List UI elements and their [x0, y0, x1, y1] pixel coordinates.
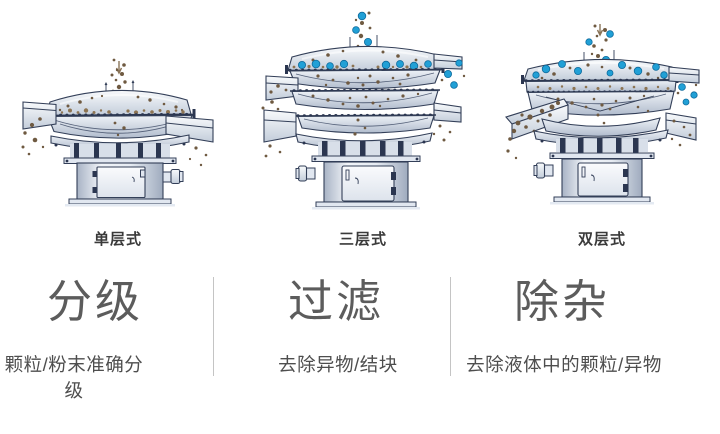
machine-type-label-three: 三层式: [338, 231, 387, 248]
vibration-springs: [549, 138, 655, 159]
three-layer-sieve-illustration: [261, 11, 466, 210]
deck1-particle-row: [292, 59, 432, 71]
motor-port: [295, 165, 316, 182]
access-door: [96, 166, 146, 199]
function-title-impurity: 除杂: [513, 276, 610, 327]
machine-type-label-double: 双层式: [577, 231, 626, 248]
upper-right-chute: [433, 53, 466, 89]
function-title-filtering: 过滤: [287, 276, 384, 327]
dome-lid: [287, 45, 443, 72]
function-title-grading: 分级: [46, 276, 143, 327]
lower-right-chute: [432, 102, 462, 142]
base-cylinder: [76, 162, 184, 200]
function-desc-filtering: 去除异物/结块: [278, 354, 398, 375]
deck1: [285, 64, 445, 90]
dome-lid: [45, 89, 192, 117]
inlet-stream: [583, 24, 615, 65]
deck2: [289, 88, 441, 111]
vertical-divider-2: [450, 277, 451, 376]
base-cylinder: [533, 158, 643, 198]
double-layer-sieve-illustration: [505, 24, 700, 205]
base-cylinder: [295, 161, 409, 203]
lower-right-chute: [665, 112, 697, 147]
machine-type-label-single: 单层式: [93, 231, 142, 248]
upper-right-chute: [668, 66, 700, 106]
access-door: [341, 165, 395, 202]
motor-port: [533, 162, 554, 179]
base-plate: [312, 201, 420, 210]
motor-port: [162, 168, 184, 185]
deck3: [293, 113, 437, 136]
screen-deck: [43, 108, 196, 139]
function-desc-impurity: 去除液体中的颗粒/异物: [466, 354, 662, 375]
single-layer-sieve-illustration: [21, 58, 214, 207]
vertical-divider-1: [213, 277, 214, 376]
left-discharge-chute: [21, 101, 57, 156]
base-plate: [65, 198, 175, 207]
vibration-springs: [311, 141, 421, 162]
vibration-springs: [63, 143, 177, 164]
function-desc-grading: 颗粒/粉末准确分级: [4, 354, 144, 401]
dome-lid: [523, 58, 677, 82]
right-discharge-chute: [165, 115, 214, 167]
base-plate: [550, 196, 654, 205]
lower-left-chute: [263, 109, 297, 158]
access-door: [577, 162, 629, 197]
